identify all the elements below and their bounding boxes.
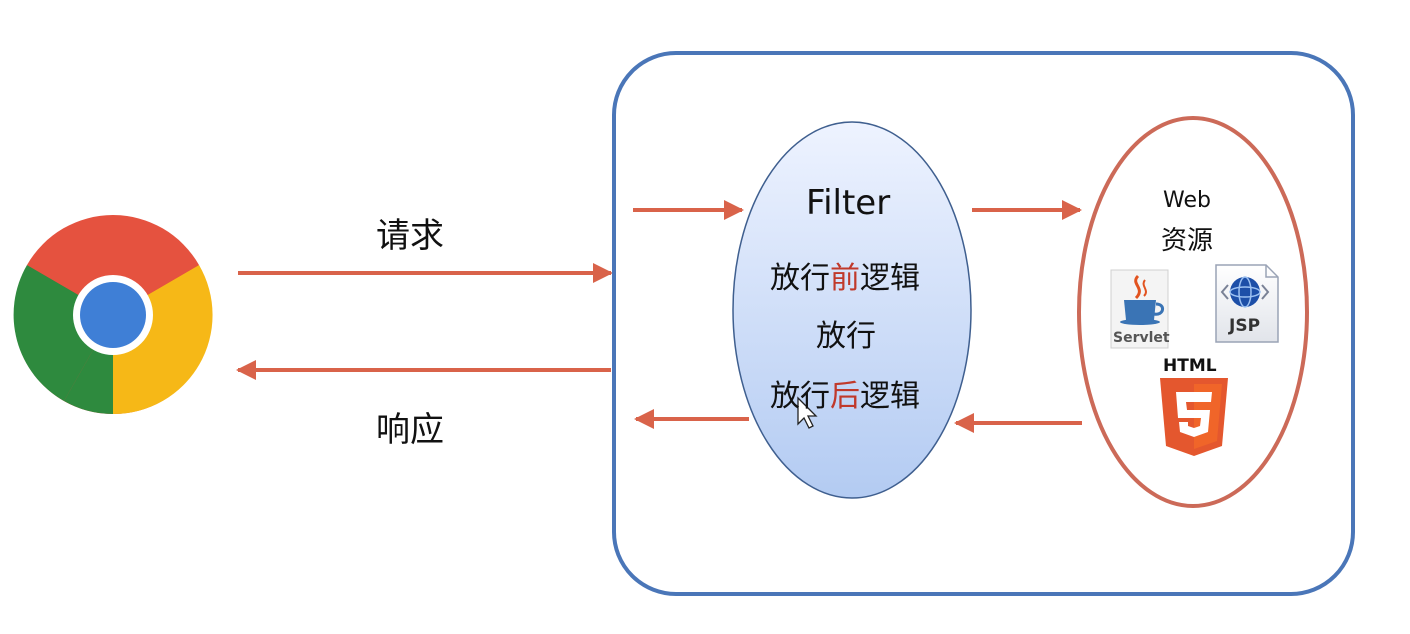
request-label: 请求 [376,216,444,256]
server-container [612,51,1355,596]
filter-post-logic-line: 放行后逻辑 [770,379,920,414]
mouse-cursor-icon [797,396,818,429]
web-resource-title: Web [1163,188,1211,213]
response-label: 响应 [376,410,444,450]
filter-title: Filter [806,183,891,223]
chrome-browser-icon [13,215,213,415]
html5-icon [1160,378,1228,456]
servlet-caption: Servlet [1113,330,1170,346]
filter-ellipse [732,121,972,499]
html-caption: HTML [1163,356,1217,376]
jsp-caption: JSP [1229,316,1261,336]
filter-pass-line: 放行 [816,319,876,354]
servlet-java-icon [1110,269,1169,349]
web-resource-ellipse [1077,116,1309,508]
jsp-icon [1215,264,1279,343]
filter-pre-logic-line: 放行前逻辑 [770,261,920,296]
web-resource-subtitle: 资源 [1161,226,1214,256]
